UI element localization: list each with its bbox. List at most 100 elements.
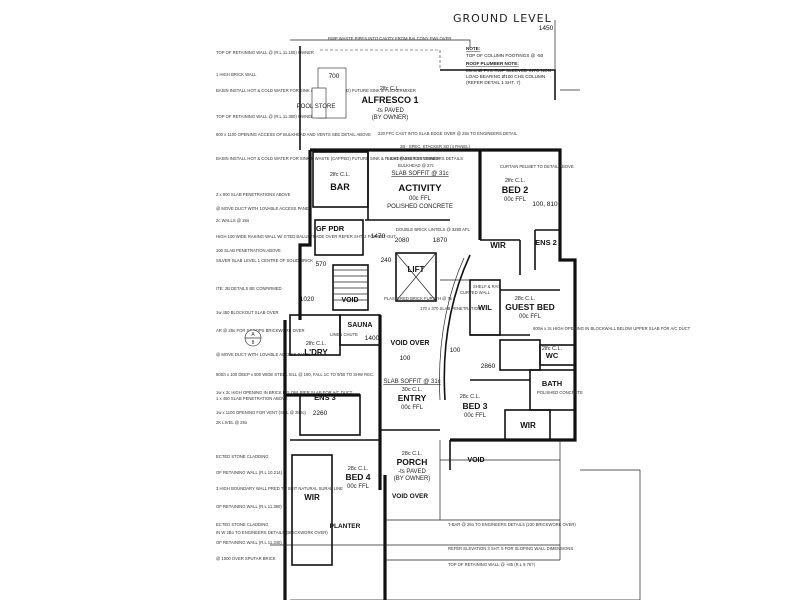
room-ens2: ENS 2 <box>535 238 557 247</box>
note-double-brick: DOUBLE BRICK LINTELS @ 3280 AFL <box>396 227 471 232</box>
room-finish: POLISHED CONCRETE <box>387 204 453 210</box>
dim-700: 700 <box>329 73 340 80</box>
room-void-over: VOID OVER PLASTERED BRICK FURSTH @ 7k 17… <box>384 296 481 347</box>
room-name: ENS 3 <box>314 393 336 402</box>
room-bed3: 28c C.L. BED 3 00c FFL <box>460 394 488 419</box>
left-margin-note: TOP OF RETAINING WALL @ (R.L 11.185) OWN… <box>216 50 314 55</box>
room-name: BAR <box>330 182 350 192</box>
walls <box>270 20 641 600</box>
ceiling-label: 28c C.L. <box>402 451 423 457</box>
room-alfresco: POOL STORE 700 2lfc C.L. ALFRESCO 1 -ts … <box>297 36 518 149</box>
note-heading: NOTE: <box>466 46 481 51</box>
room-sauna: SAUNA <box>348 322 373 329</box>
dim-2080: 2080 <box>395 237 410 244</box>
dim-1470: 1470 <box>371 233 386 240</box>
room-name: WIR <box>490 241 506 250</box>
room-name: PORCH <box>397 457 428 467</box>
left-margin-note: 2c WALLS @ 28o <box>216 218 250 223</box>
sheet-title: GROUND LEVEL <box>453 12 552 25</box>
bottom-notes: T-BAR @ 28o TO ENGINEERS DETAILS (230 BR… <box>448 522 576 567</box>
room-finish: POLISHED CONCRETE <box>537 390 583 395</box>
room-bed2: CURTAIN PELMET TO DETAIL ABOVE 2lfc C.L.… <box>500 164 574 208</box>
room-ffl: 00c FFL <box>464 413 487 419</box>
void-over-label: VOID OVER <box>392 493 428 500</box>
ceiling-label: 2lfc C.L. <box>505 178 526 184</box>
room-wir-right: WIR <box>520 421 536 430</box>
room-ffl: 00c FFL <box>347 484 370 490</box>
left-margin-note: ITE: 2B DETAILS BE CONFIRMED <box>216 286 282 291</box>
roof-note-heading: ROOF PLUMBER NOTE: <box>466 61 519 66</box>
ceiling-label: 28c C.L. <box>348 466 369 472</box>
room-name: BED 4 <box>345 472 370 482</box>
dim-1870: 1870 <box>433 237 448 244</box>
interior-walls-lower-left <box>285 314 440 566</box>
ceiling-label: 30c C.L. <box>402 387 423 393</box>
dim-1810: 100, 810 <box>532 201 558 208</box>
left-margin-note: ECTED STONE CLADDING <box>216 522 269 527</box>
left-margin-note: BASIN INSTALL HOT & COLD WATER FOR SINK … <box>216 156 440 161</box>
interior-walls-upper <box>312 150 560 401</box>
note-refer-elevation: REFER ELEVATION 3 SHT. 5 FOR SLOPING WAL… <box>448 546 573 551</box>
room-void-mid: VOID 1020 <box>300 296 359 304</box>
room-sub: (BY OWNER) <box>394 476 431 482</box>
note-bottom-tbar: T-BAR @ 28o TO ENGINEERS DETAILS (230 BR… <box>448 522 576 527</box>
room-name: WIL <box>478 303 492 312</box>
note-top-retaining: TOP OF RETAINING WALL @ +85 (R.L 9.76?) <box>448 562 536 567</box>
room-name: LIFT <box>408 265 425 274</box>
left-margin-note: HIGH 100 WIDE RAKING WALL W/ GTED BALUST… <box>216 234 396 239</box>
note-curtain: CURTAIN PELMET TO DETAIL ABOVE <box>500 164 574 169</box>
left-margin-note: 1 x 450 SLAB PENETRATION ABOVE <box>216 396 288 401</box>
room-lift: LIFT 570 240 <box>316 257 425 274</box>
room-name: SAUNA <box>348 322 373 329</box>
room-name: ENS 2 <box>535 238 557 247</box>
room-ffl: 00c FFL <box>519 314 542 320</box>
dim-2260: 2260 <box>313 410 328 417</box>
left-margin-notes: TOP OF RETAINING WALL @ (R.L 11.185) OWN… <box>216 50 440 561</box>
left-margin-note: @ 1000 OVER SPUTAR BRICK <box>216 556 276 561</box>
room-name: BED 2 <box>502 185 529 195</box>
room-wir-left: WIR <box>304 493 320 502</box>
room-name: L'DRY <box>304 348 328 357</box>
left-margin-note: 3 HIGH BOUNDARY WALL PRED TO SUIT NATURA… <box>216 486 343 491</box>
dim-1450: 1450 <box>539 25 554 32</box>
room-sub: (BY OWNER) <box>372 115 409 121</box>
left-margin-note: 600 x 1100 OPENING ACCESS OF BULKHEAD AN… <box>216 132 371 137</box>
left-margin-note: TOP OF RETAINING WALL @ (R.L 11.380) OWN… <box>216 114 314 119</box>
dim-1400: 1400 <box>365 335 380 342</box>
note-stacker: 2B - SPEC. STACKER SD (4 PANEL) <box>400 144 470 149</box>
left-margin-note: AR @ 28o FOR SCOOPS BRICKWORK OVER <box>216 328 304 333</box>
planter-label: PLANTER <box>330 523 361 530</box>
room-name: BATH <box>542 379 562 388</box>
note-rwp: RWP WASTE PIPES INTO CAVITY FROM BALCONY… <box>328 36 451 41</box>
room-porch: 28c C.L. PORCH -ts PAVED (BY OWNER) <box>394 451 431 482</box>
ceiling-label: 2lfc C.L. <box>330 172 351 178</box>
roof-note-line: LOAD BEARING Ø100 CHS COLUMN <box>466 74 545 79</box>
room-entry: SLAB SOFFIT @ 31c 30c C.L. ENTRY 00c FFL… <box>383 347 495 411</box>
note-opening: 600w x 3c HIGH OPENING IN BLOCKWALL BELO… <box>533 326 691 331</box>
section-top: A <box>251 332 255 338</box>
note-tbar: T-BAR @ 28o TO ENGINEERS DETAILS <box>386 156 463 161</box>
note-fc-cast: 220 FFC CAST INTO SLAB EDGE OVER @ 28o T… <box>378 131 518 136</box>
left-margin-note: ECTED STONE CLADDING <box>216 454 269 459</box>
room-name: ACTIVITY <box>398 183 442 194</box>
room-bath: BATH POLISHED CONCRETE <box>537 379 583 395</box>
left-margin-note: 2K LIVEL @ 28o <box>216 420 248 425</box>
left-margin-note: 100 SLAB PENETRATION ABOVE <box>216 248 281 253</box>
section-marker: A 8 <box>244 329 262 347</box>
ceiling-label: 28c C.L. <box>460 394 481 400</box>
left-margin-note: OF RETAINING WALL (R.L 11.380) <box>216 504 282 509</box>
room-name: VOID <box>467 457 484 464</box>
dim-1020: 1020 <box>300 296 315 303</box>
note-bulkhead: BULKHEAD @ 27c <box>398 163 434 168</box>
notes-block: NOTE: TOP OF COLUMN FOOTINGS @ -50 ROOF … <box>466 46 551 85</box>
left-margin-note: 2 x 800 SLAB PENETRATIONS ABOVE <box>216 192 291 197</box>
dim-2860: 2860 <box>481 363 496 370</box>
note-slab-pen: 170 x 370 SLAB PENETRATION <box>420 306 481 311</box>
room-ffl: 00c FFL <box>401 405 424 411</box>
room-name: WC <box>546 351 559 360</box>
room-name: BED 3 <box>462 401 487 411</box>
room-wil: WIL SHELF & RAIL <box>473 284 502 312</box>
note-text: TOP OF COLUMN FOOTINGS @ -50 <box>466 53 544 58</box>
room-name: VOID OVER <box>391 340 430 347</box>
